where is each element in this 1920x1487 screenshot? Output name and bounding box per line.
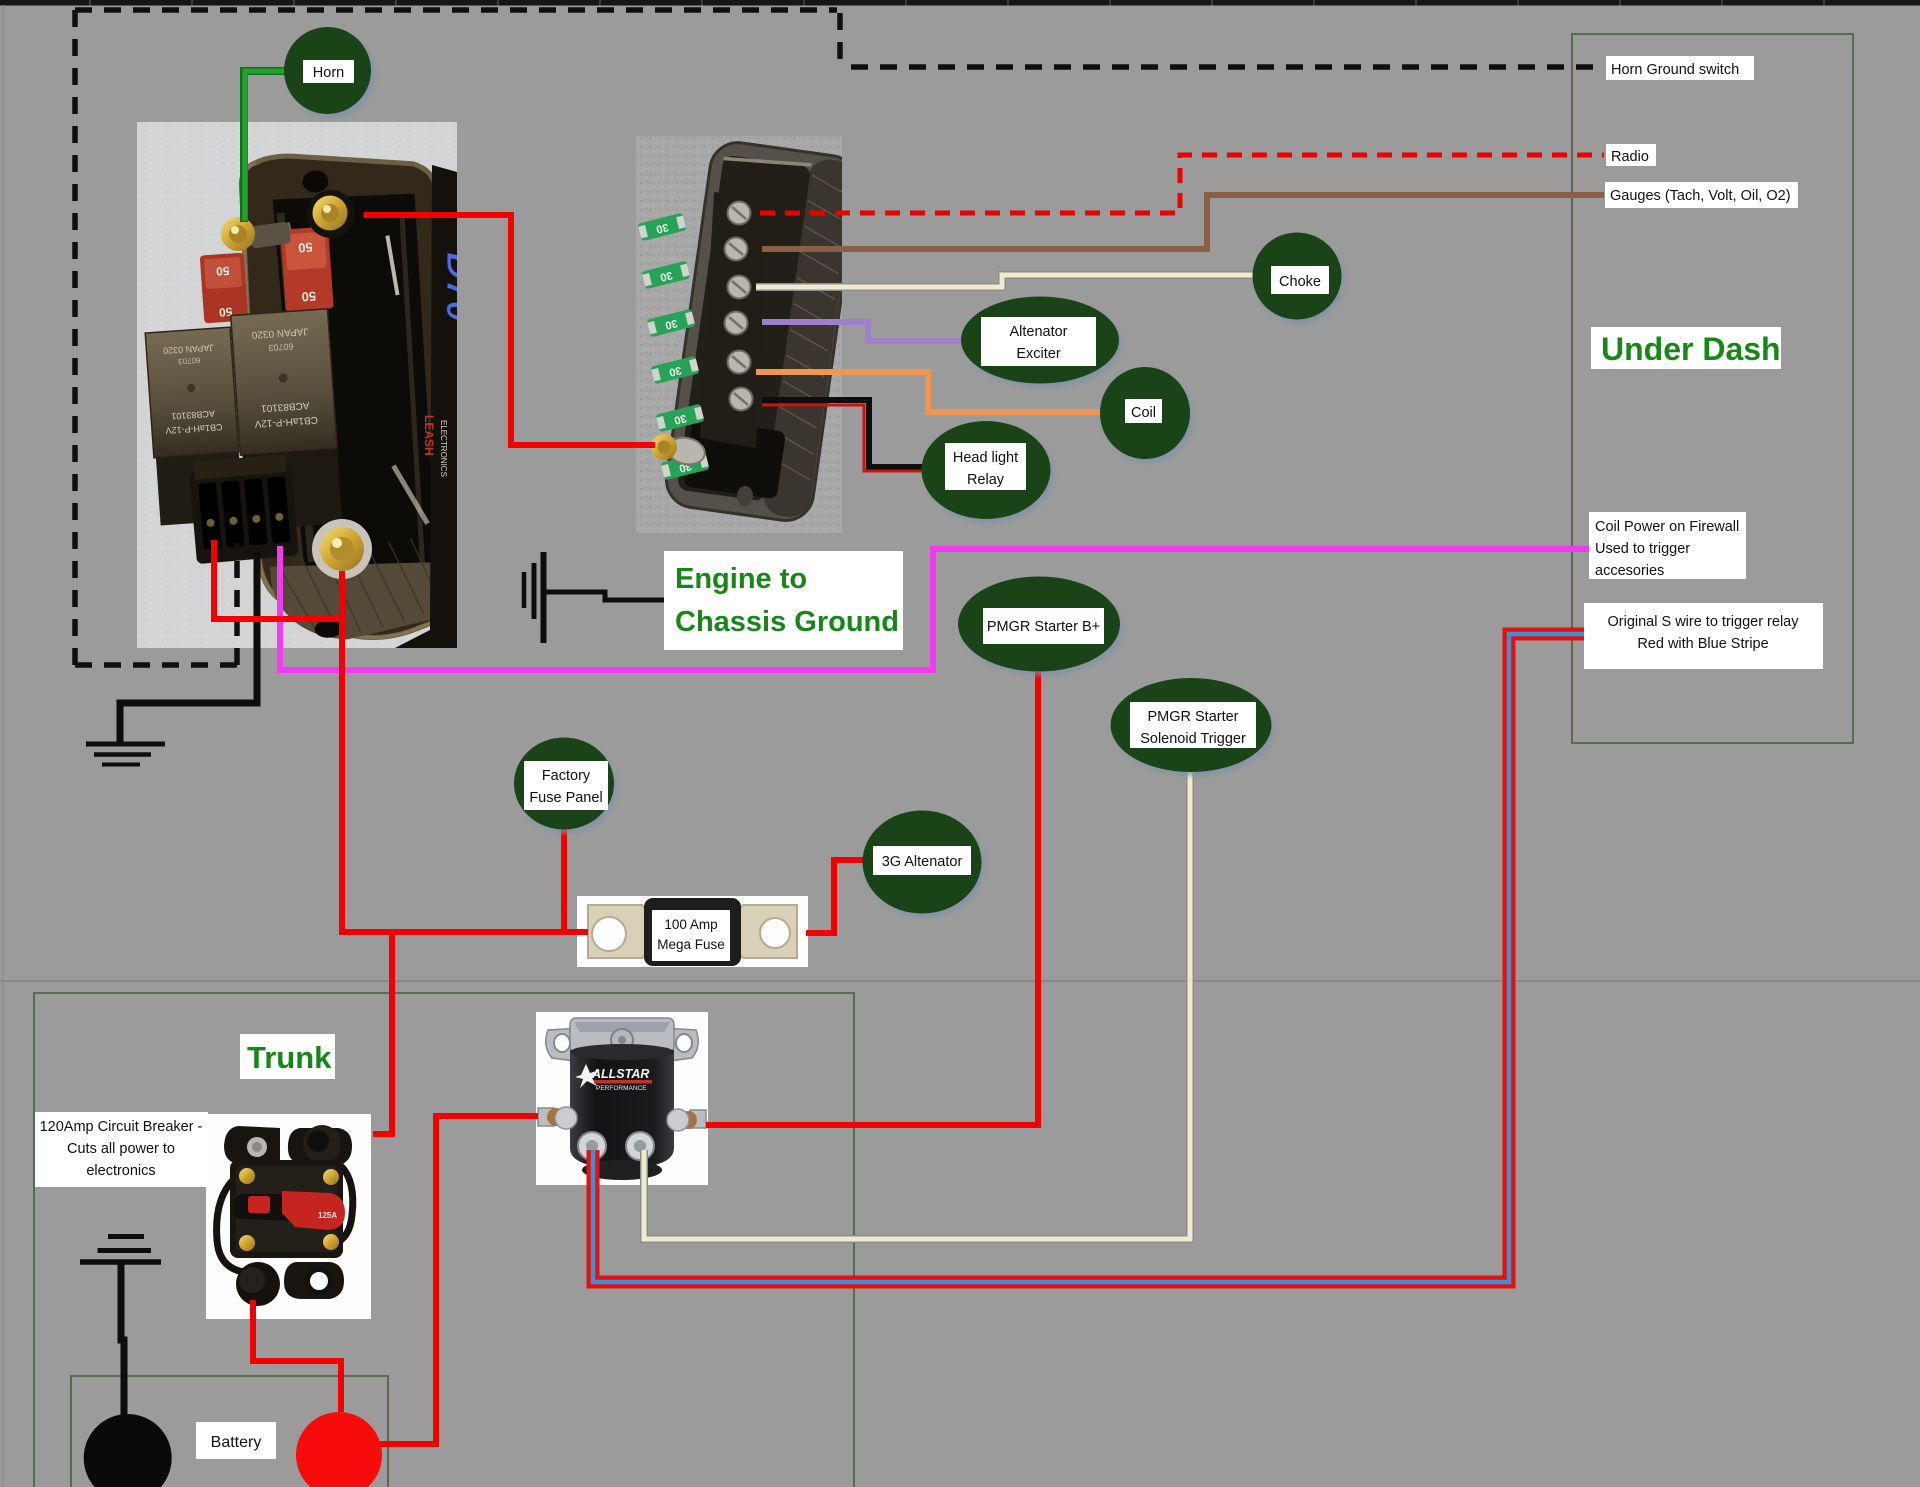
svg-text:100 Amp: 100 Amp (664, 917, 717, 932)
svg-text:50: 50 (301, 288, 316, 304)
svg-text:LEASH: LEASH (422, 415, 436, 456)
svg-text:Under Dash: Under Dash (1601, 331, 1781, 367)
svg-text:50: 50 (215, 264, 230, 279)
svg-text:Solenoid Trigger: Solenoid Trigger (1140, 731, 1246, 747)
svg-text:Used to trigger: Used to trigger (1595, 541, 1690, 557)
svg-text:Chassis Ground: Chassis Ground (675, 606, 899, 638)
svg-text:JAPAN 0320: JAPAN 0320 (251, 325, 309, 340)
svg-text:ELECTRONICS: ELECTRONICS (439, 420, 448, 477)
svg-text:ACB83101: ACB83101 (171, 408, 215, 421)
svg-text:Relay: Relay (967, 472, 1005, 488)
svg-text:60703: 60703 (268, 341, 294, 353)
svg-text:Coil: Coil (1131, 405, 1156, 421)
svg-text:electronics: electronics (86, 1163, 155, 1179)
svg-text:CB1aH-P-12V: CB1aH-P-12V (165, 422, 223, 436)
svg-text:50: 50 (298, 240, 313, 256)
svg-text:PMGR Starter: PMGR Starter (1147, 709, 1238, 725)
svg-text:30: 30 (673, 412, 688, 427)
svg-text:Horn Ground switch: Horn Ground switch (1611, 62, 1739, 78)
svg-text:Cuts all power to: Cuts all power to (67, 1141, 175, 1157)
svg-text:Head light: Head light (953, 450, 1018, 466)
svg-text:Altenator: Altenator (1009, 324, 1067, 340)
svg-text:PMGR Starter B+: PMGR Starter B+ (987, 619, 1100, 635)
svg-text:Mega Fuse: Mega Fuse (657, 937, 725, 952)
svg-text:120Amp Circuit Breaker -: 120Amp Circuit Breaker - (40, 1119, 203, 1135)
svg-text:Fuse Panel: Fuse Panel (529, 790, 602, 806)
svg-text:D70: D70 (438, 252, 480, 322)
svg-text:Battery: Battery (211, 1434, 262, 1451)
svg-text:30: 30 (655, 221, 670, 236)
svg-text:30: 30 (664, 317, 679, 332)
svg-text:Trunk: Trunk (247, 1040, 332, 1075)
svg-text:PERFORMANCE: PERFORMANCE (596, 1085, 647, 1092)
svg-text:CB1aH-P-12V: CB1aH-P-12V (254, 414, 318, 429)
svg-text:Red with Blue Stripe: Red with Blue Stripe (1637, 636, 1768, 652)
svg-text:Choke: Choke (1279, 274, 1321, 290)
svg-text:125A: 125A (318, 1211, 337, 1220)
svg-text:accesories: accesories (1595, 563, 1664, 579)
svg-text:Engine to: Engine to (675, 563, 807, 595)
svg-text:Original S wire to trigger rel: Original S wire to trigger relay (1608, 614, 1800, 630)
svg-text:Exciter: Exciter (1016, 346, 1060, 362)
svg-text:30: 30 (668, 364, 683, 379)
svg-text:Gauges (Tach, Volt, Oil, O2): Gauges (Tach, Volt, Oil, O2) (1610, 188, 1791, 204)
svg-text:ALLSTAR: ALLSTAR (591, 1067, 649, 1081)
svg-text:Factory: Factory (542, 768, 591, 784)
svg-text:60703: 60703 (177, 355, 200, 366)
svg-text:3G Altenator: 3G Altenator (882, 854, 963, 870)
svg-text:JAPAN 0320: JAPAN 0320 (163, 342, 214, 356)
svg-text:Horn: Horn (313, 65, 344, 81)
svg-text:30: 30 (659, 269, 674, 284)
svg-text:Radio: Radio (1611, 149, 1649, 165)
svg-text:ACB83101: ACB83101 (260, 399, 309, 413)
svg-text:Coil Power on Firewall: Coil Power on Firewall (1595, 519, 1739, 535)
svg-text:50: 50 (218, 304, 233, 319)
